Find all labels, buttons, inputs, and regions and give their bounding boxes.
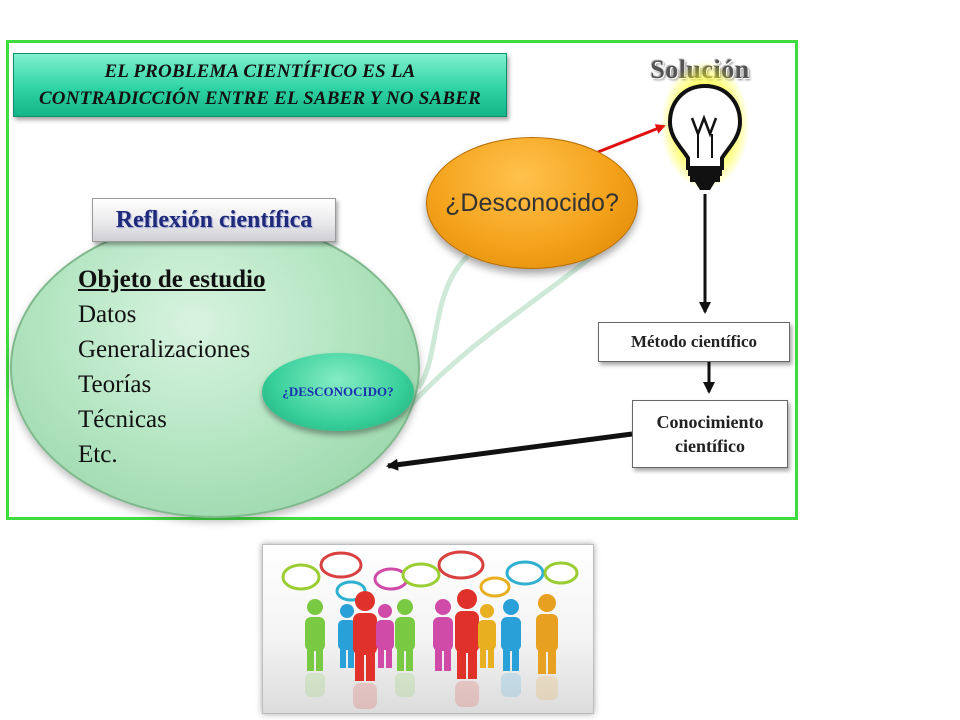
diagram-frame — [6, 40, 798, 520]
list-item-etc: Etc. — [78, 441, 118, 468]
bubble-icon — [479, 576, 511, 598]
conocimiento-box: Conocimiento científico — [632, 400, 788, 468]
bubble-icon — [281, 563, 321, 591]
header-line-2: CONTRADICCIÓN ENTRE EL SABER Y NO SABER — [38, 88, 482, 109]
bubble-icon — [401, 562, 441, 588]
desconocido-small-text: ¿DESCONOCIDO? — [282, 384, 394, 399]
bubble-icon — [505, 560, 545, 586]
connector-curve-1 — [415, 254, 470, 390]
header-text: EL PROBLEMA CIENTÍFICO ES LA CONTRADICCI… — [39, 58, 481, 112]
bubble-icon — [319, 551, 363, 579]
desconocido-big-text: ¿Desconocido? — [445, 188, 619, 217]
reflexion-title-box: Reflexión científica — [92, 198, 336, 242]
conocimiento-line-1: Conocimiento — [656, 412, 764, 432]
red-arrow — [597, 124, 666, 154]
list-item-datos: Datos — [78, 301, 137, 328]
list-item-generalizaciones: Generalizaciones — [78, 336, 251, 363]
desconocido-orange-oval: ¿Desconocido? — [426, 137, 638, 269]
conocimiento-line-2: científico — [675, 436, 745, 456]
connector-curve-2 — [406, 248, 602, 410]
bubble-icon — [543, 561, 579, 585]
lightbulb-icon — [661, 61, 749, 190]
problem-header-banner: EL PROBLEMA CIENTÍFICO ES LA CONTRADICCI… — [13, 53, 507, 117]
metodo-box: Método científico — [598, 322, 790, 362]
list-item-tecnicas: Técnicas — [78, 406, 167, 433]
list-item-objeto: Objeto de estudio — [78, 266, 266, 293]
arrow-conocimiento-to-reflexion — [386, 431, 633, 471]
desconocido-small-oval: ¿DESCONOCIDO? — [262, 353, 414, 431]
people-group-icon — [305, 589, 558, 681]
reflexion-title: Reflexión científica — [115, 206, 313, 233]
people-speech-bubbles-image — [262, 544, 594, 714]
header-line-1: EL PROBLEMA CIENTÍFICO ES LA — [104, 61, 416, 82]
bubble-icon — [437, 550, 485, 580]
list-item-teorias: Teorías — [78, 371, 152, 398]
reflexion-list: Objeto de estudio Datos Generalizaciones… — [78, 262, 266, 472]
metodo-text: Método científico — [630, 332, 758, 351]
people-illustration — [281, 550, 579, 709]
